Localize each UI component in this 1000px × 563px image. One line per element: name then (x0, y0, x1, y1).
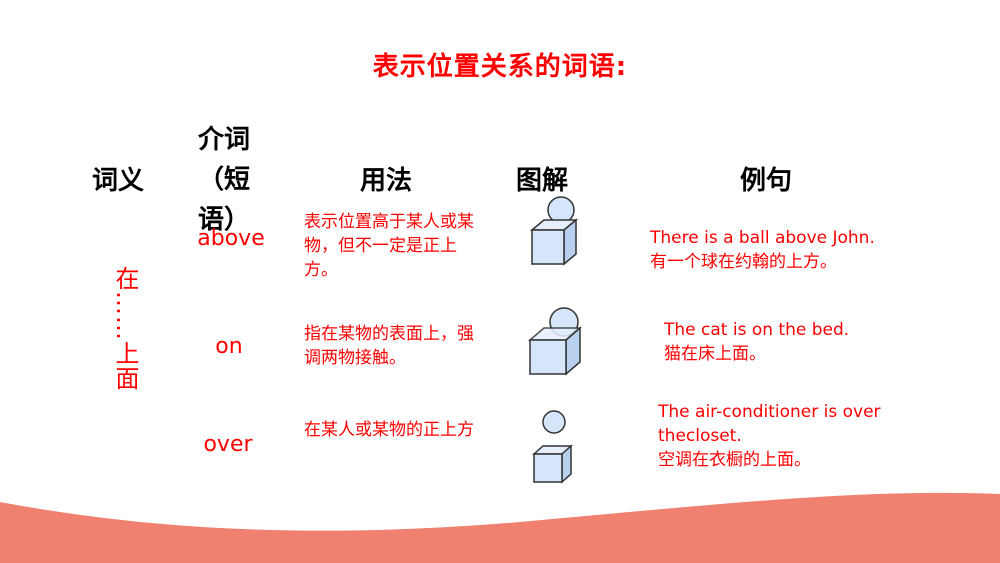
example-cn-over: 空调在衣橱的上面。 (658, 450, 811, 470)
diagram-above-figure (529, 196, 579, 266)
diagram-over-figure (532, 410, 573, 484)
row-word-above: above (197, 226, 265, 251)
header-prep-line2: （短 (198, 165, 251, 195)
header-diagram: 图解 (516, 166, 569, 196)
example-cn-above: 有一个球在约翰的上方。 (650, 252, 837, 272)
row-example-above: There is a ball above John. 有一个球在约翰的上方。 (650, 226, 875, 274)
example-en-above: There is a ball above John. (650, 228, 875, 248)
row-usage-on: 指在某物的表面上，强调两物接触。 (304, 324, 474, 368)
header-example: 例句 (740, 166, 793, 196)
diagram-on-figure (527, 307, 583, 376)
row-usage-above: 表示位置高于某人或某物，但不一定是正上方。 (304, 212, 474, 280)
row-word-on: on (215, 334, 243, 359)
header-meaning: 词义 (92, 166, 145, 196)
header-usage: 用法 (360, 166, 413, 196)
bottom-wave-decoration (0, 492, 1000, 563)
page-title: 表示位置关系的词语: (372, 52, 628, 82)
header-prep-line1: 介词 (198, 125, 251, 155)
row-usage-over: 在某人或某物的正上方 (304, 420, 474, 440)
example-en-over: The air-conditioner is over thecloset. (658, 402, 881, 446)
header-preposition: 介词 （短 语） (198, 120, 268, 240)
row-example-on: The cat is on the bed. 猫在床上面。 (664, 318, 849, 366)
row-word-over: over (203, 432, 253, 457)
example-cn-on: 猫在床上面。 (664, 344, 766, 364)
header-prep-line3: 语） (198, 205, 251, 235)
example-en-on: The cat is on the bed. (664, 320, 850, 340)
row-example-over: The air-conditioner is over thecloset. 空… (658, 400, 958, 472)
meaning-text: 在……上面 (111, 266, 139, 391)
